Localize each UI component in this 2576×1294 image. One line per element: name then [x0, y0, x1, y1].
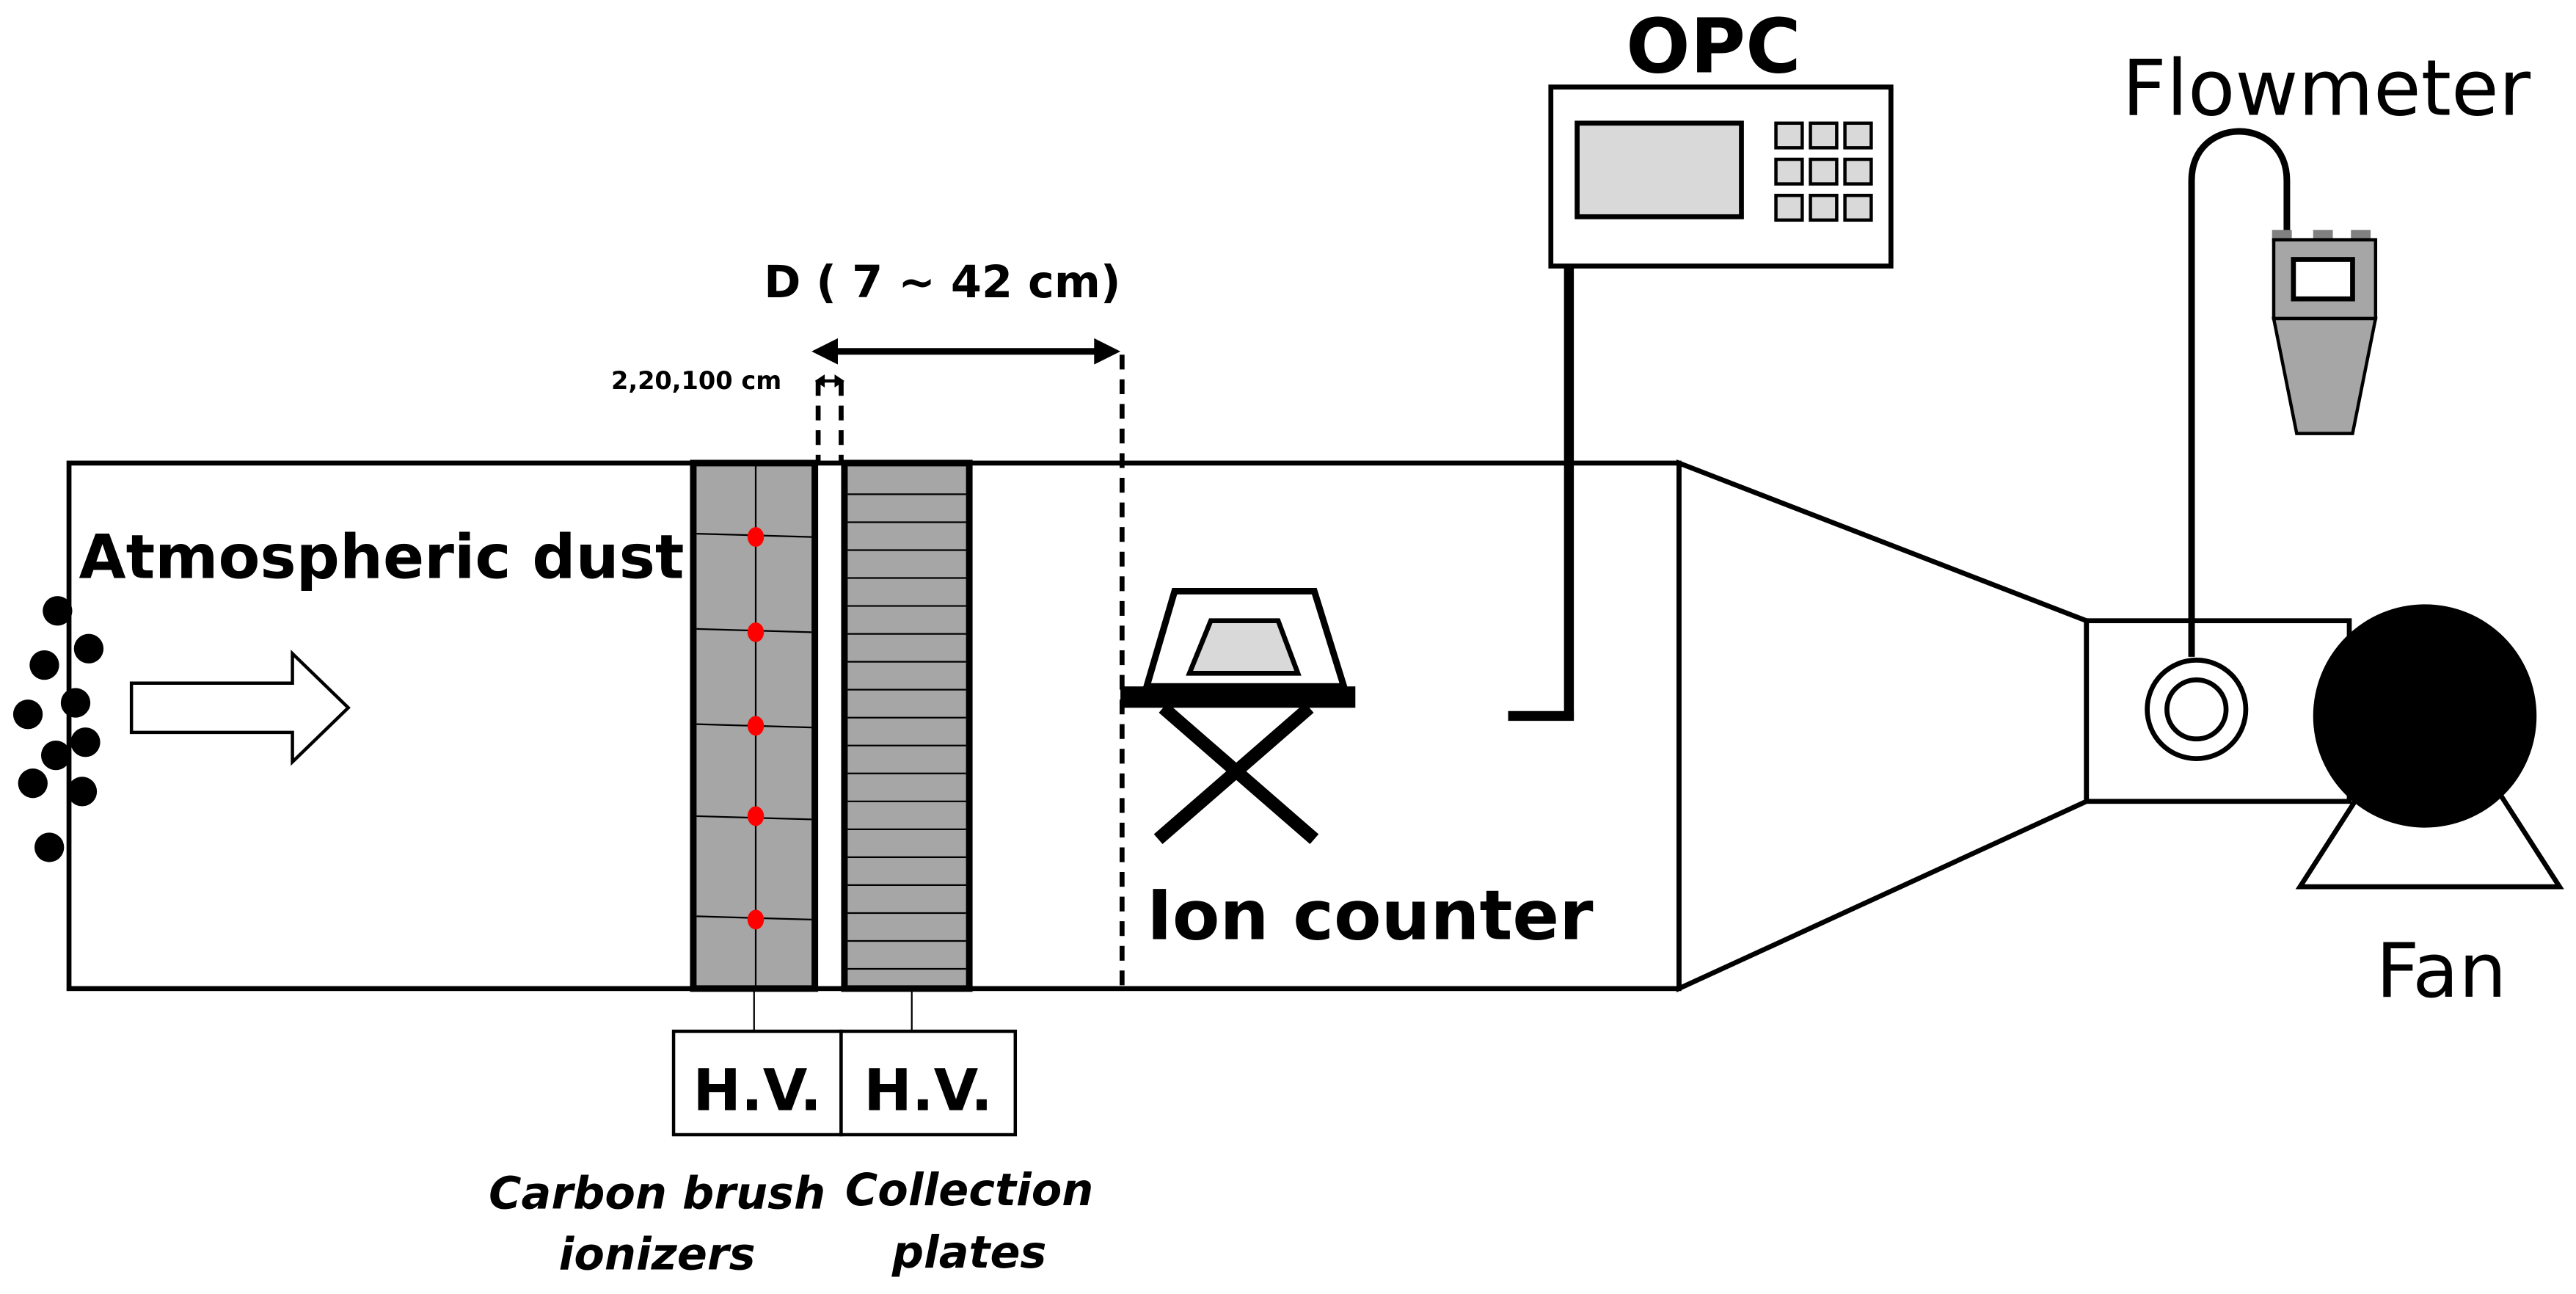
distance-label: D ( 7 ~ 42 cm)	[764, 257, 1120, 308]
gap-label: 2,20,100 cm	[611, 366, 781, 395]
measurement-guide-lines	[815, 355, 1125, 989]
opc-device-icon	[1548, 84, 1894, 269]
flowmeter-device-icon	[2272, 230, 2378, 435]
flowmeter-sensor-icon	[2145, 658, 2249, 761]
ion-counter-label: Ion counter	[1147, 876, 1594, 956]
ionizer-caption-line1: Carbon brush	[489, 1168, 825, 1220]
plates-caption-line2: plates	[891, 1227, 1047, 1279]
hv-ionizer-label: H.V.	[693, 1057, 822, 1124]
ion-counter-icon	[1120, 587, 1356, 845]
flowmeter-cable	[2188, 128, 2291, 657]
ionizer-caption-line2: ionizers	[559, 1229, 756, 1280]
flowmeter-label: Flowmeter	[2122, 43, 2531, 134]
ionizer-point	[747, 527, 765, 930]
opc-sampling-tube	[1508, 266, 1575, 721]
gap-dimension-arrow	[814, 374, 844, 388]
collection-plates-panel	[841, 459, 973, 992]
dust-particle-icon	[12, 596, 104, 862]
airflow-arrow-icon	[129, 650, 351, 766]
opc-label: OPC	[1626, 2, 1801, 90]
plates-caption-line1: Collection	[845, 1165, 1093, 1216]
hv-plates-label: H.V.	[864, 1057, 993, 1124]
distance-dimension-arrow	[811, 338, 1121, 365]
atmospheric-dust-label: Atmospheric dust	[79, 522, 684, 593]
fan-label: Fan	[2376, 927, 2506, 1015]
duct-transition	[1676, 459, 2090, 993]
fan-icon	[2295, 604, 2564, 890]
outlet-box	[2084, 618, 2352, 804]
hv-power-supplies	[671, 988, 1018, 1137]
